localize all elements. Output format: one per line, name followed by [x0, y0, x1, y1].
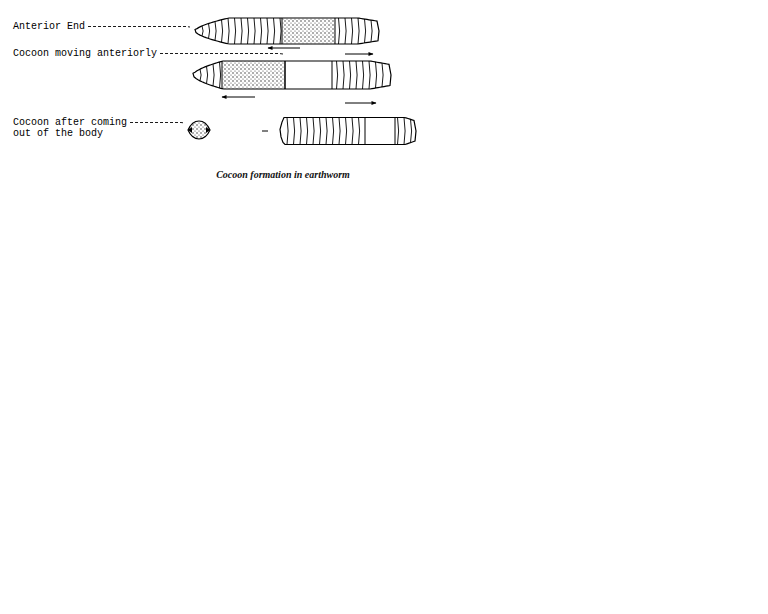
band-edge	[285, 61, 286, 89]
clitellum	[365, 118, 395, 144]
band-edge	[222, 61, 223, 88]
body-segment	[411, 119, 412, 142]
label-text: Cocoon moving anteriorly	[13, 48, 157, 59]
earthworm	[280, 118, 416, 145]
cocoon	[188, 121, 210, 139]
body-segment	[254, 18, 255, 44]
body-segment	[261, 18, 262, 44]
band-edge	[332, 61, 333, 89]
band-edge	[285, 61, 286, 89]
body-segment	[343, 61, 344, 89]
body-segment	[382, 63, 383, 87]
body-outline	[193, 61, 391, 89]
body-segment	[320, 118, 321, 145]
label-text: Cocoon after coming out of the body	[13, 117, 127, 139]
body-segment	[280, 18, 281, 44]
figure-caption: Cocoon formation in earthworm	[216, 169, 350, 180]
body-segment	[356, 61, 357, 89]
body-segment	[294, 118, 295, 145]
leader-line	[130, 122, 185, 124]
body-segment	[352, 18, 353, 44]
body-segment	[220, 62, 221, 88]
body-segment	[274, 18, 275, 44]
body-segment	[313, 118, 314, 145]
body-segment	[398, 118, 399, 145]
body-segment	[228, 18, 229, 44]
body-segment	[359, 118, 360, 145]
body-segment	[200, 69, 201, 81]
body-segment	[333, 118, 334, 145]
body-outline	[195, 18, 379, 44]
band-edge	[365, 118, 366, 145]
cocoon-tip	[188, 127, 192, 133]
body-segment	[326, 118, 327, 145]
body-segment	[358, 18, 359, 44]
leader-lines	[88, 27, 283, 124]
earthworm	[193, 61, 391, 89]
body-segment	[202, 26, 203, 36]
body-segment	[307, 118, 308, 145]
movement-arrow	[345, 54, 373, 55]
movement-arrow	[268, 48, 300, 49]
body-segment	[241, 18, 242, 44]
body-segment	[339, 118, 340, 145]
body-outline	[280, 118, 416, 145]
part-label: Cocoon moving anteriorly	[13, 48, 183, 59]
label-text: Anterior End	[13, 21, 85, 32]
body-segment	[209, 24, 210, 39]
clitellum	[282, 19, 335, 44]
part-label: Cocoon after coming out of the body	[13, 117, 133, 139]
body-segment	[213, 64, 214, 86]
body-segment	[345, 18, 346, 44]
part-label: Anterior End	[13, 21, 163, 32]
body-segment	[346, 118, 347, 145]
body-segment	[339, 18, 340, 44]
body-segment	[267, 18, 268, 44]
body-segment	[222, 20, 223, 42]
movement-arrow	[222, 97, 255, 98]
body-segment	[363, 61, 364, 89]
earthworm	[195, 18, 379, 44]
leader-line	[160, 53, 283, 55]
body-segment	[337, 61, 338, 89]
leader-line	[88, 26, 190, 28]
band-edge	[395, 118, 396, 145]
body-segment	[300, 118, 301, 145]
body-segment	[235, 18, 236, 44]
movement-arrow	[345, 103, 376, 104]
band-edge	[282, 18, 283, 44]
body-segment	[371, 20, 372, 42]
band-edge	[335, 18, 336, 44]
body-segment	[352, 118, 353, 145]
body-segment	[404, 118, 405, 145]
body-segment	[369, 61, 370, 89]
worm-figures	[188, 18, 416, 145]
body-segment	[365, 19, 366, 43]
dash-mark	[262, 131, 268, 132]
body-segment	[287, 118, 288, 145]
body-segment	[215, 22, 216, 41]
body-segment	[350, 61, 351, 89]
cocoon-tip	[206, 127, 210, 133]
body-segment	[248, 18, 249, 44]
body-segment	[207, 66, 208, 83]
body-segment	[376, 62, 377, 88]
clitellum	[222, 62, 285, 89]
